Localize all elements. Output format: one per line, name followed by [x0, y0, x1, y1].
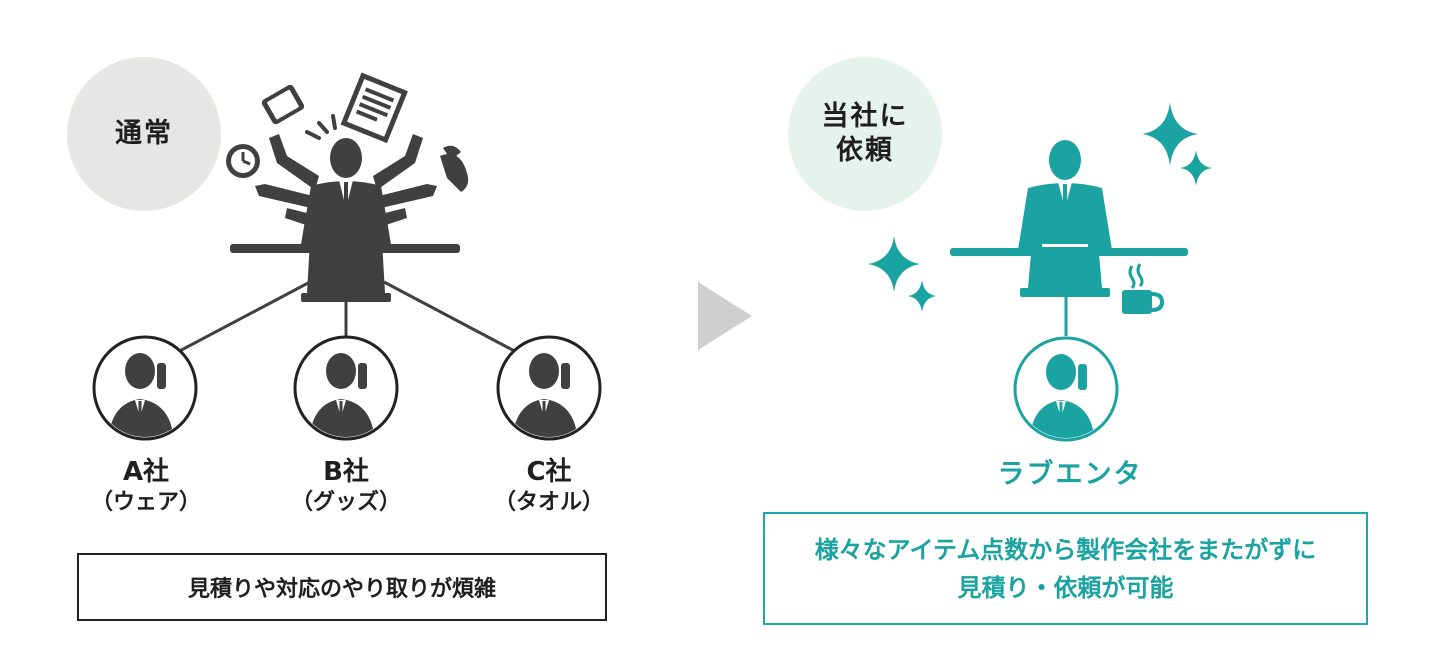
- document-icon: [340, 72, 408, 144]
- usual-caption-text: 見積りや対応のやり取りが煩雑: [187, 577, 496, 602]
- request-us-badge-line1: 当社に: [821, 101, 909, 133]
- company-c-person-on-phone-icon: [496, 335, 602, 441]
- request-caption-box: 様々なアイテム点数から製作会社をまたがずに 見積り・依頼が可能: [763, 512, 1368, 625]
- usual-badge-text: 通常: [115, 118, 173, 150]
- vendor-name: ラブエンタ: [997, 459, 1143, 490]
- company-a-name: A社: [122, 457, 170, 487]
- usual-caption-box: 見積りや対応のやり取りが煩雑: [77, 553, 607, 621]
- request-caption-line2: 見積り・依頼が可能: [957, 573, 1174, 602]
- company-a-label: A社 （ウェア）: [56, 456, 236, 518]
- busy-person-icon: [226, 72, 469, 302]
- line-to-company-c: [383, 280, 523, 357]
- request-us-badge: 当社に 依頼: [788, 57, 942, 211]
- telephone-icon: [440, 145, 469, 192]
- company-b-person-on-phone-icon: [293, 335, 399, 441]
- request-us-badge-line2: 依頼: [836, 135, 894, 166]
- sparkle-icon-left: [868, 236, 936, 312]
- clock-icon: [226, 144, 260, 178]
- vendor-person-on-phone-icon: [1013, 336, 1119, 442]
- company-a-category: （ウェア）: [90, 490, 201, 515]
- company-b-name: B社: [323, 457, 369, 487]
- company-c-category: （タオル）: [493, 490, 604, 515]
- coffee-cup-icon: [1122, 263, 1164, 314]
- sparkle-icon: [1142, 102, 1212, 186]
- company-b-label: B社 （グッズ）: [256, 456, 436, 518]
- request-caption-line1: 様々なアイテム点数から製作会社をまたがずに: [814, 535, 1317, 564]
- line-to-company-a: [171, 280, 311, 357]
- usual-badge: 通常: [67, 57, 221, 211]
- arrow-right-icon: [698, 282, 752, 350]
- phone-icon: [261, 84, 305, 125]
- company-c-name: C社: [526, 457, 572, 487]
- calm-person-icon: [950, 140, 1188, 297]
- company-c-label: C社 （タオル）: [459, 456, 639, 518]
- company-b-category: （グッズ）: [290, 490, 401, 515]
- company-a-person-on-phone-icon: [92, 335, 198, 441]
